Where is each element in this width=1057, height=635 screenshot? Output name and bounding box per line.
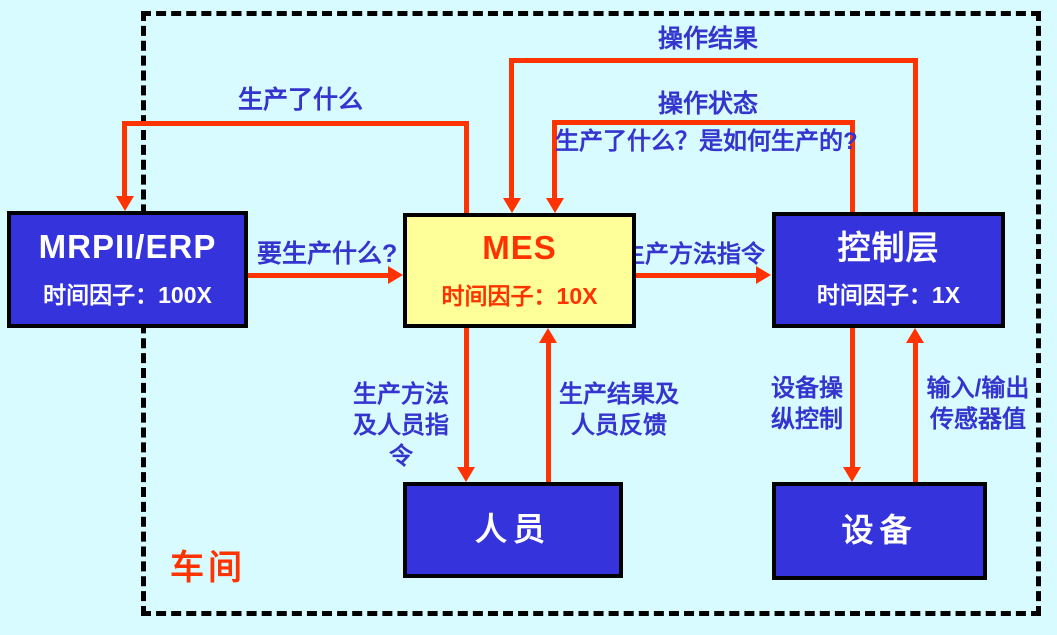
control-layer-title: 控制层 [837,228,940,266]
arrow-line-ctl-to-mes-inner-horizontal [552,120,855,125]
arrowhead-into-mrp-icon [116,196,134,211]
workshop-label: 车间 [170,549,246,587]
label-operation-result: 操作结果 [658,25,759,53]
arrow-line-mrp-to-mes [248,273,390,278]
arrow-line-ctl-to-mes-outer-up [913,58,918,212]
control-layer-time-factor: 时间因子：1X [816,282,961,309]
arrowhead-into-mes-outer-icon [503,198,521,213]
arrow-line-ctl-to-mes-outer-down [509,58,514,199]
box-mes: MES 时间因子：10X [403,213,636,328]
mrpii-erp-time-factor: 时间因子：100X [43,281,212,308]
arrowhead-into-mes-bottom-icon [539,328,557,343]
label-what-to-produce: 要生产什么? [257,240,398,268]
arrow-line-ctl-to-mes-outer-horizontal [509,58,918,63]
mes-title: MES [482,229,557,267]
arrowhead-into-mes-inner-icon [546,198,564,213]
arrowhead-into-ctl-bottom-icon [906,328,924,343]
label-io-sensor-values: 输入/输出 传感器值 [926,375,1030,434]
arrow-line-mes-to-mrp-horizontal [122,121,469,126]
arrow-line-mes-to-personnel [464,328,469,468]
box-personnel: 人员 [403,482,623,578]
equipment-title: 设备 [841,512,918,549]
label-equipment-manipulation-control: 设备操 纵控制 [771,375,843,434]
arrow-line-personnel-to-mes [546,342,551,482]
arrowhead-into-ctl-left-icon [756,266,771,284]
mrpii-erp-title: MRPII/ERP [38,228,217,266]
label-what-was-produced: 生产了什么 [238,86,364,114]
label-method-personnel-order: 生产方法 及人员指令 [353,381,449,471]
box-equipment: 设备 [772,482,987,580]
arrowhead-into-personnel-icon [457,467,475,482]
label-production-method-order: 生产方法指令 [621,241,765,268]
box-control-layer: 控制层 时间因子：1X [772,212,1005,328]
arrow-line-mes-to-mrp-down [122,121,127,197]
mes-time-factor: 时间因子：10X [441,282,598,309]
arrow-line-ctl-to-equipment [850,328,855,468]
arrow-line-mes-to-ctl [636,273,758,278]
arrowhead-into-mes-left-icon [388,266,403,284]
arrow-line-equipment-to-ctl [913,342,918,482]
arrow-line-ctl-to-mes-inner-down [552,120,557,199]
label-result-personnel-feedback: 生产结果及 人员反馈 [559,381,679,440]
label-what-and-how-produced: 生产了什么？是如何生产的? [555,128,858,155]
arrow-line-mes-to-mrp-up [464,121,469,213]
label-operation-status: 操作状态 [658,90,759,118]
arrow-line-ctl-to-mes-inner-up [850,120,855,212]
arrowhead-into-equipment-icon [843,467,861,482]
personnel-title: 人员 [474,511,551,548]
box-mrpii-erp: MRPII/ERP 时间因子：100X [7,211,248,328]
